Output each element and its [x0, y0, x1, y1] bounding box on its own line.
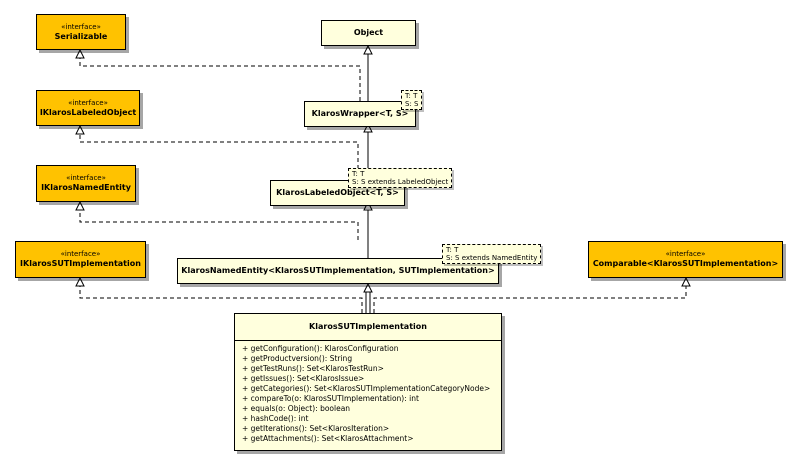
- arrowhead-wrapper: [363, 122, 373, 133]
- class-name: KlarosWrapper<T, S>: [311, 109, 409, 118]
- realization-wrapper-serializable: [79, 58, 361, 101]
- type-param: T: T: [446, 246, 459, 254]
- operation: + hashCode(): int: [242, 414, 309, 423]
- interface-name: IKlarosNamedEntity: [41, 183, 131, 192]
- stereotype-label: «interface»: [60, 250, 101, 258]
- class-name: KlarosNamedEntity<KlarosSUTImplementatio…: [181, 266, 495, 275]
- stereotype-label: «interface»: [68, 98, 108, 107]
- arrowhead-iklaros-sut: [75, 276, 85, 287]
- realization-named-iface: [79, 210, 359, 240]
- operation: + compareTo(o: KlarosSUTImplementation):…: [242, 394, 419, 403]
- realization-sut-iface: [79, 286, 363, 313]
- class-klaros-sut-implementation[interactable]: KlarosSUTImplementation + getConfigurati…: [234, 313, 502, 451]
- interface-serializable[interactable]: «interface» Serializable: [36, 14, 126, 50]
- class-name: Object: [353, 28, 384, 37]
- stereotype-label: «interface»: [665, 250, 706, 258]
- operation: + equals(o: Object): boolean: [242, 404, 351, 413]
- stereotype-label: «interface»: [61, 22, 101, 31]
- interface-name: Comparable<KlarosSUTImplementation>: [592, 259, 779, 268]
- operation: + getConfiguration(): KlarosConfiguratio…: [242, 344, 399, 353]
- type-param: S: S: [405, 100, 419, 108]
- type-param: S: S extends NamedEntity: [446, 254, 538, 262]
- interface-iklaros-labeled-object[interactable]: «interface» IKlarosLabeledObject: [36, 90, 140, 126]
- interface-comparable[interactable]: «interface» Comparable<KlarosSUTImplemen…: [588, 241, 783, 278]
- type-param: T: T: [352, 170, 365, 178]
- arrowhead-iklaros-labeled: [75, 124, 85, 135]
- interface-iklaros-named-entity[interactable]: «interface» IKlarosNamedEntity: [36, 165, 136, 202]
- class-object[interactable]: Object: [321, 20, 416, 46]
- stereotype-label: «interface»: [66, 174, 106, 182]
- class-header: KlarosSUTImplementation: [235, 314, 501, 341]
- type-parameters-klaros-wrapper: T: T S: S: [401, 90, 423, 110]
- class-klaros-named-entity[interactable]: KlarosNamedEntity<KlarosSUTImplementatio…: [177, 258, 499, 284]
- class-name: KlarosSUTImplementation: [309, 322, 427, 331]
- type-parameters-klaros-named-entity: T: T S: S extends NamedEntity: [442, 244, 542, 264]
- interface-iklaros-sut-implementation[interactable]: «interface» IKlarosSUTImplementation: [15, 241, 146, 278]
- operation: + getProductversion(): String: [242, 354, 353, 363]
- arrowhead-comparable: [681, 276, 691, 287]
- arrowhead-iklaros-named: [75, 200, 85, 211]
- operation: + getIssues(): Set<KlarosIssue>: [242, 374, 365, 383]
- operation: + getCategories(): Set<KlarosSUTImplemen…: [242, 384, 491, 393]
- interface-name: IKlarosSUTImplementation: [20, 259, 141, 268]
- operation: + getIterations(): Set<KlarosIteration>: [242, 424, 390, 433]
- realization-sut-comparable: [373, 286, 687, 313]
- type-parameters-klaros-labeled-object: T: T S: S extends LabeledObject: [348, 168, 453, 188]
- realization-labeled-iface: [79, 134, 359, 169]
- operations-compartment: + getConfiguration(): KlarosConfiguratio…: [235, 341, 501, 447]
- class-name: KlarosLabeledObject<T, S>: [276, 188, 399, 197]
- arrowhead-serializable: [75, 48, 85, 59]
- interface-name: Serializable: [54, 31, 108, 41]
- type-param: S: S extends LabeledObject: [352, 178, 449, 186]
- arrowhead-labeled-object: [363, 200, 373, 211]
- class-klaros-wrapper[interactable]: KlarosWrapper<T, S>: [304, 101, 416, 127]
- type-param: T: T: [405, 92, 418, 100]
- operation: + getTestRuns(): Set<KlarosTestRun>: [242, 364, 384, 373]
- interface-name: IKlarosLabeledObject: [39, 107, 137, 117]
- operation: + getAttachments(): Set<KlarosAttachment…: [242, 434, 414, 443]
- arrowhead-named-entity: [363, 282, 373, 293]
- arrowhead-object: [363, 44, 373, 55]
